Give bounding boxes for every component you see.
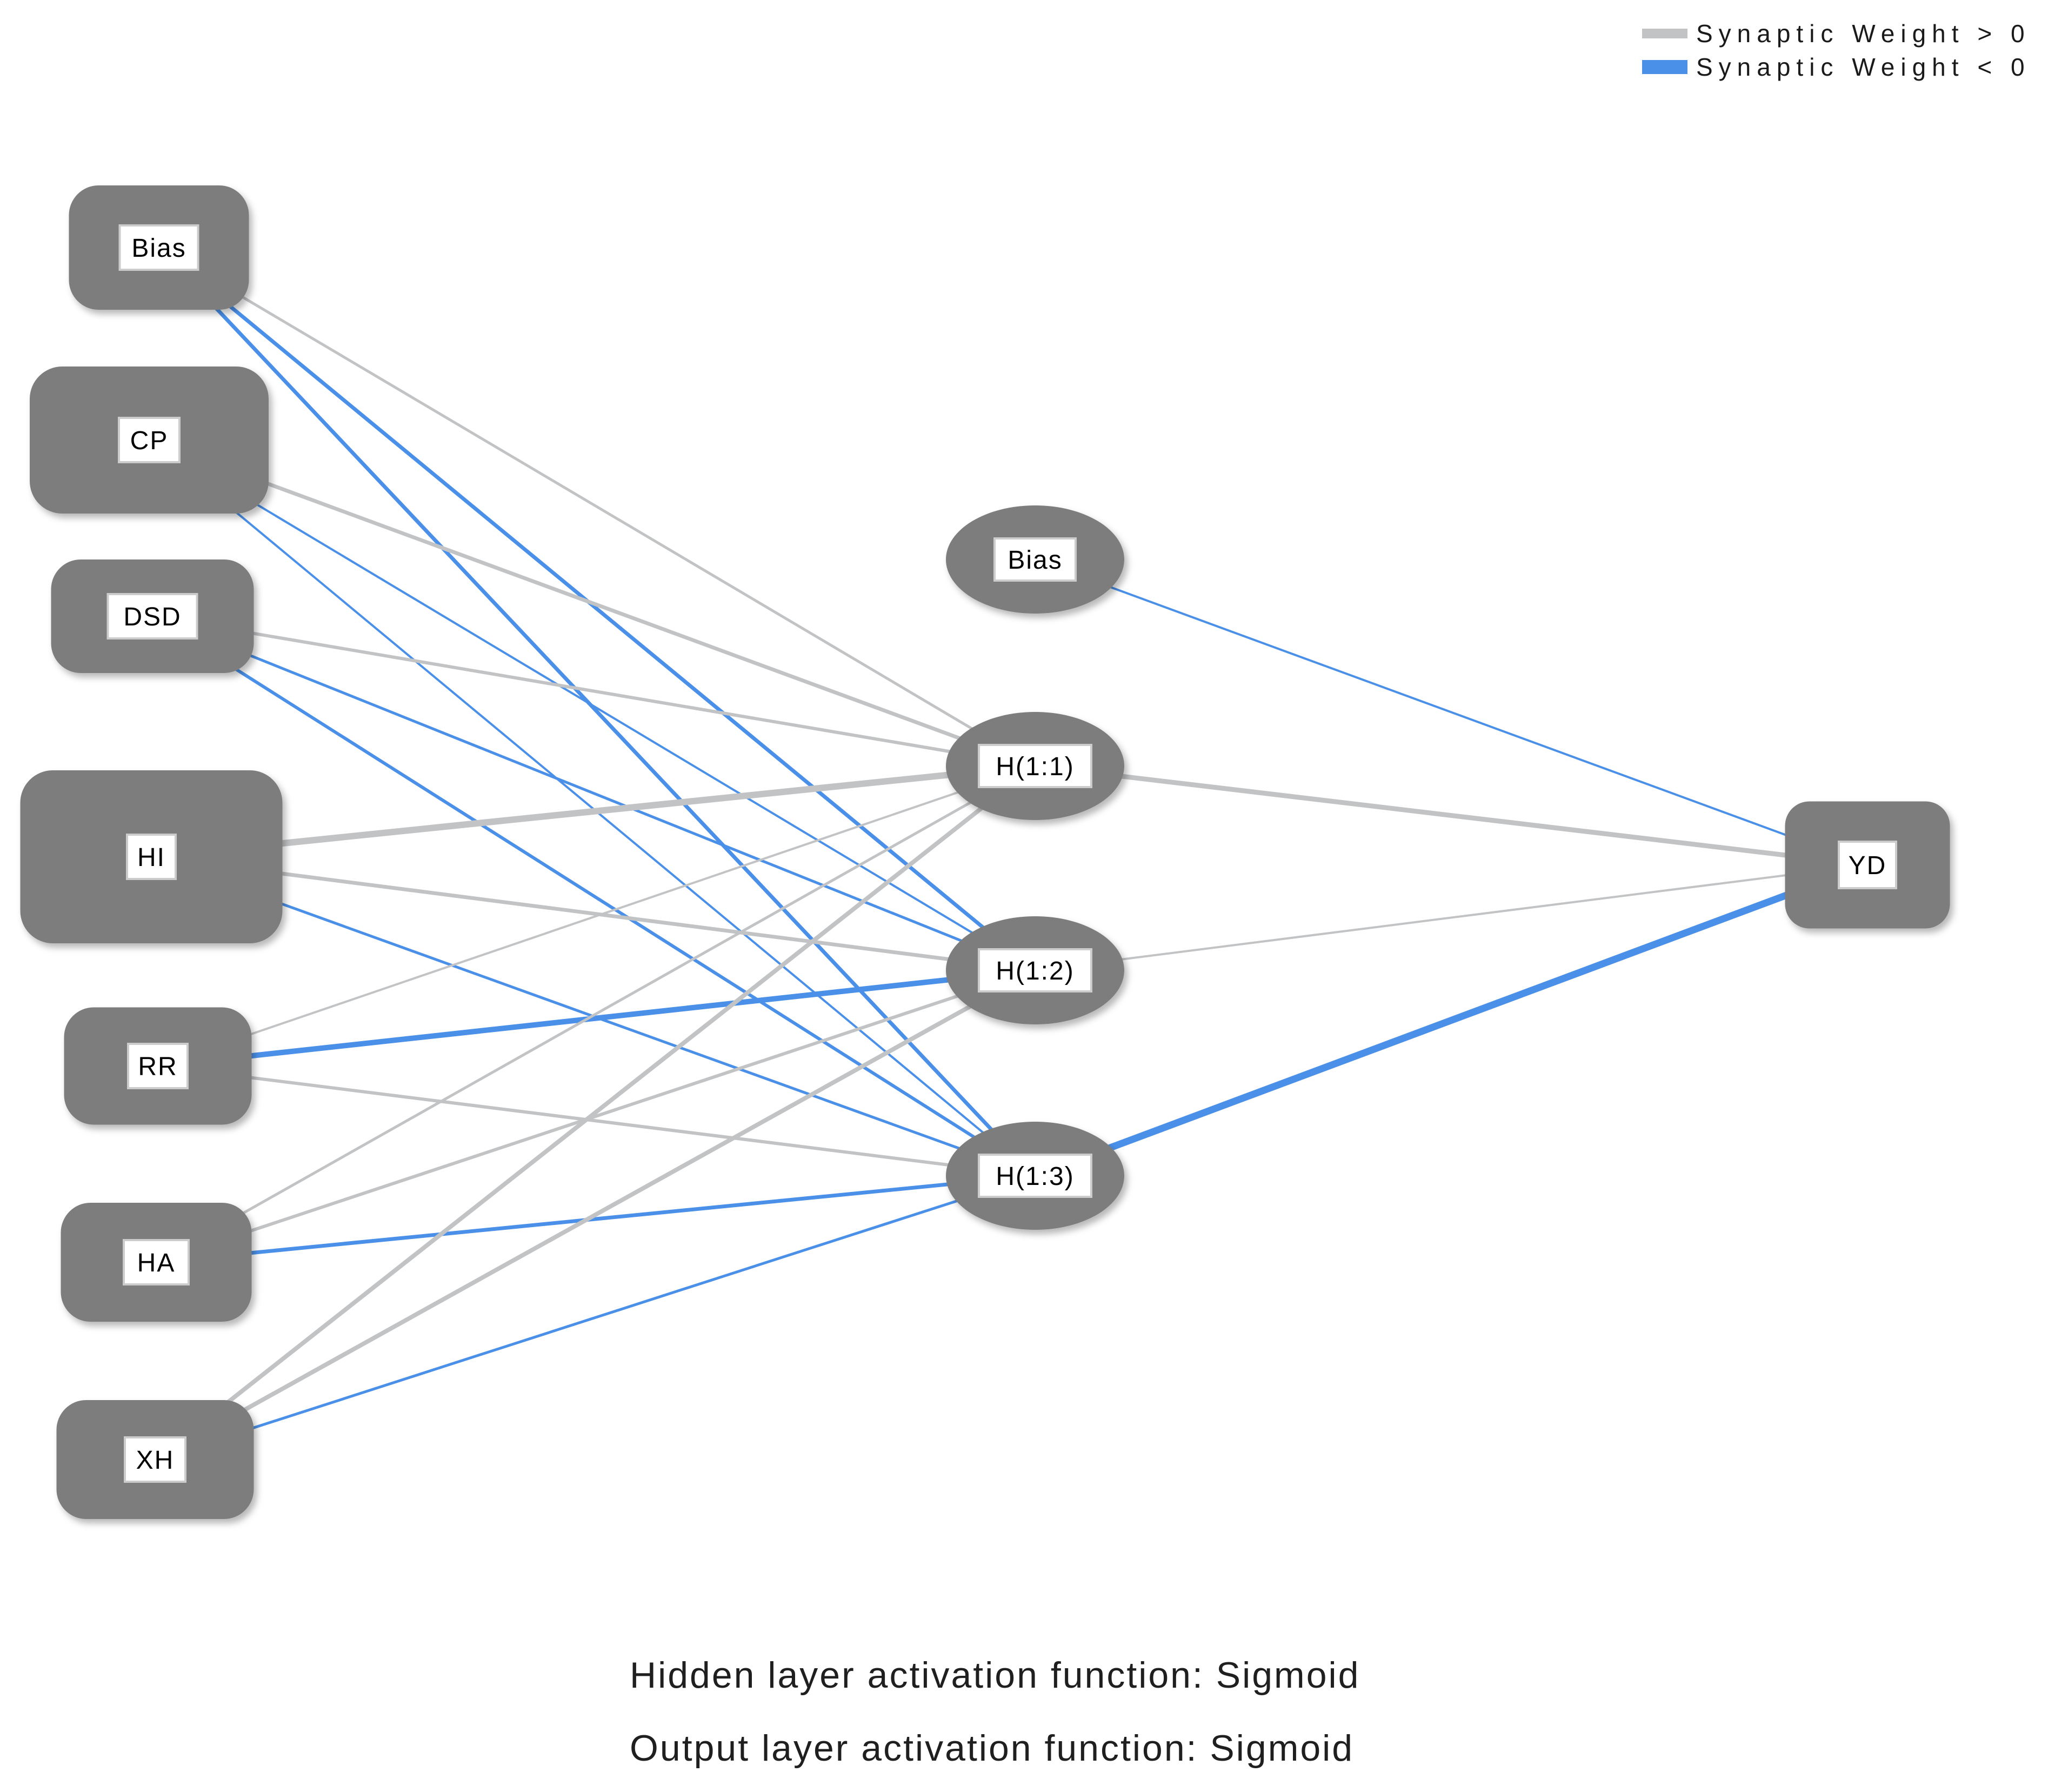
edge-hi-h12-positive (151, 855, 1036, 972)
edge-ha-h12-positive (156, 969, 1036, 1264)
node-label-bias_h: Bias (1008, 546, 1062, 575)
node-label-box-ha (123, 1239, 190, 1285)
edge-rr-h11-positive (157, 765, 1036, 1067)
nodes-layer: BiasCPDSDHIRRHAXHBiasH(1:1)H(1:2)H(1:3)Y… (20, 185, 1950, 1519)
edge-cp-h11-positive (148, 438, 1036, 768)
node-label-cp: CP (130, 427, 169, 455)
output-layer-activation-note: Output layer activation function: Sigmoi… (630, 1728, 1354, 1769)
node-label-xh: XH (136, 1446, 175, 1475)
node-hidden-h11: H(1:1) (946, 712, 1124, 820)
node-input-cp: CP (30, 367, 269, 514)
node-label-h12: H(1:2) (996, 957, 1074, 985)
edge-bias_in-h13-negative (157, 246, 1037, 1177)
edge-h11-yd-positive (1035, 763, 1868, 868)
node-label-bias_in: Bias (131, 234, 186, 263)
edge-xh-h11-positive (154, 764, 1037, 1462)
node-output-yd: YD (1785, 801, 1950, 929)
edge-hi-h11-positive (151, 763, 1036, 860)
node-label-h11: H(1:1) (996, 752, 1074, 781)
node-label-box-yd (1838, 841, 1897, 889)
node-input-ha: HA (61, 1203, 252, 1322)
edges-layer (148, 246, 1869, 1462)
node-label-dsd: DSD (123, 603, 181, 631)
edge-dsd-h11-positive (152, 615, 1036, 768)
edge-bias_in-h11-positive (158, 246, 1036, 768)
node-label-box-dsd (106, 593, 198, 639)
node-input-hi: HI (20, 770, 283, 943)
node-label-box-bias_in (118, 224, 199, 271)
node-label-box-cp (118, 417, 181, 463)
node-label-rr: RR (138, 1052, 177, 1081)
node-label-h13: H(1:3) (996, 1162, 1074, 1191)
legend-label-positive-weight: Synaptic Weight > 0 (1696, 19, 2031, 48)
legend: Synaptic Weight > 0 Synaptic Weight < 0 (1642, 19, 2031, 81)
node-input-rr: RR (64, 1007, 252, 1125)
hidden-layer-activation-note: Hidden layer activation function: Sigmoi… (630, 1655, 1360, 1696)
legend-label-negative-weight: Synaptic Weight < 0 (1696, 53, 2031, 81)
node-hidden-h12: H(1:2) (946, 916, 1124, 1024)
edge-h12-yd-positive (1035, 864, 1868, 971)
node-label-box-h12 (978, 948, 1092, 992)
edge-dsd-h12-negative (152, 615, 1036, 972)
edge-ha-h13-negative (156, 1174, 1036, 1264)
node-hidden-bias_h: Bias (946, 505, 1124, 614)
node-label-box-bias_h (993, 537, 1077, 582)
edge-bias_in-h12-negative (157, 246, 1037, 972)
edge-bias_h-yd-negative (1035, 558, 1868, 866)
node-input-xh: XH (56, 1400, 254, 1519)
node-label-ha: HA (137, 1249, 176, 1277)
edge-rr-h12-negative (157, 968, 1036, 1069)
edge-xh-h13-negative (155, 1174, 1036, 1461)
edge-ha-h11-positive (155, 764, 1036, 1264)
edge-dsd-h13-negative (151, 615, 1036, 1177)
node-label-box-rr (127, 1043, 189, 1089)
node-label-yd: YD (1849, 851, 1887, 880)
node-label-box-xh (124, 1436, 186, 1483)
activation-function-notes: Hidden layer activation function: Sigmoi… (630, 1655, 1360, 1769)
edge-rr-h13-positive (157, 1064, 1036, 1177)
edge-xh-h12-positive (154, 968, 1036, 1462)
node-input-dsd: DSD (51, 559, 254, 673)
edge-h13-yd-negative (1033, 861, 1869, 1180)
node-input-bias_in: Bias (69, 185, 249, 310)
node-label-hi: HI (137, 843, 165, 872)
node-label-box-h11 (978, 744, 1092, 788)
node-label-box-h13 (978, 1154, 1092, 1198)
node-hidden-h13: H(1:3) (946, 1122, 1124, 1230)
node-label-box-hi (126, 834, 177, 880)
